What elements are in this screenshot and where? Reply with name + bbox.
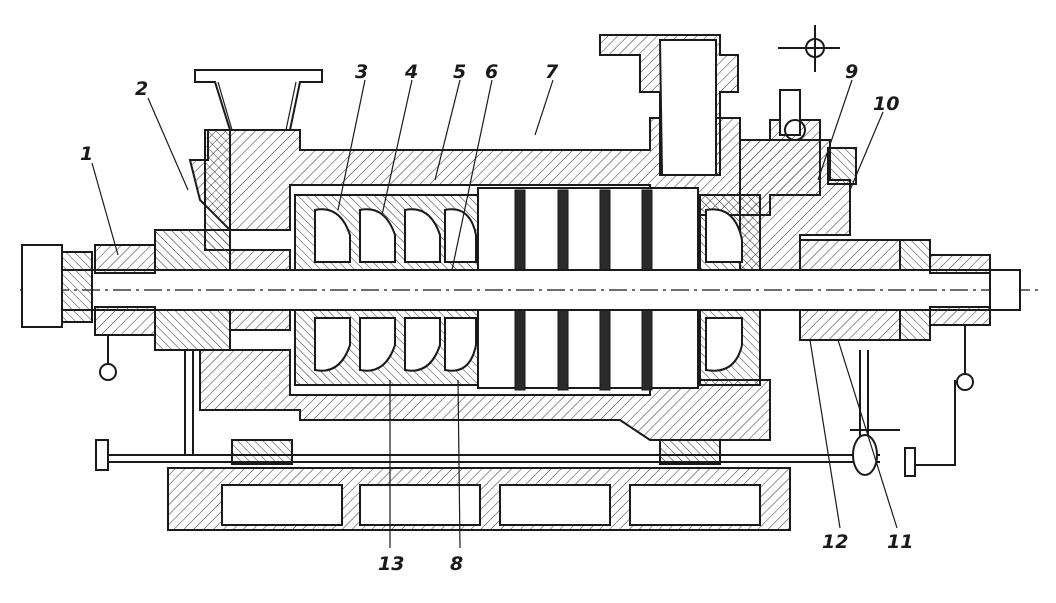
part-label-10: 10	[873, 93, 899, 115]
part-label-1: 1	[80, 143, 93, 165]
base-frame	[160, 439, 800, 531]
part-label-6: 6	[485, 61, 498, 83]
part-label-4: 4	[404, 61, 418, 83]
part-labels: 1 2 3 4 5 6 7 8 9 10 11 12 13	[80, 61, 913, 575]
part-label-2: 2	[135, 78, 148, 100]
part-label-3: 3	[355, 61, 368, 83]
part-label-9: 9	[845, 61, 858, 83]
piping	[95, 350, 956, 477]
part-label-11: 11	[887, 531, 913, 553]
part-label-8: 8	[450, 553, 463, 575]
leader-lines	[91, 79, 898, 549]
part-label-13: 13	[378, 553, 404, 575]
vent-valve	[778, 25, 840, 141]
part-label-5: 5	[453, 61, 466, 83]
right-bearing-assembly	[799, 239, 1021, 391]
left-bearing-assembly	[94, 229, 291, 381]
part-label-7: 7	[545, 61, 559, 83]
stage-group-left	[294, 194, 481, 386]
part-label-12: 12	[822, 531, 848, 553]
